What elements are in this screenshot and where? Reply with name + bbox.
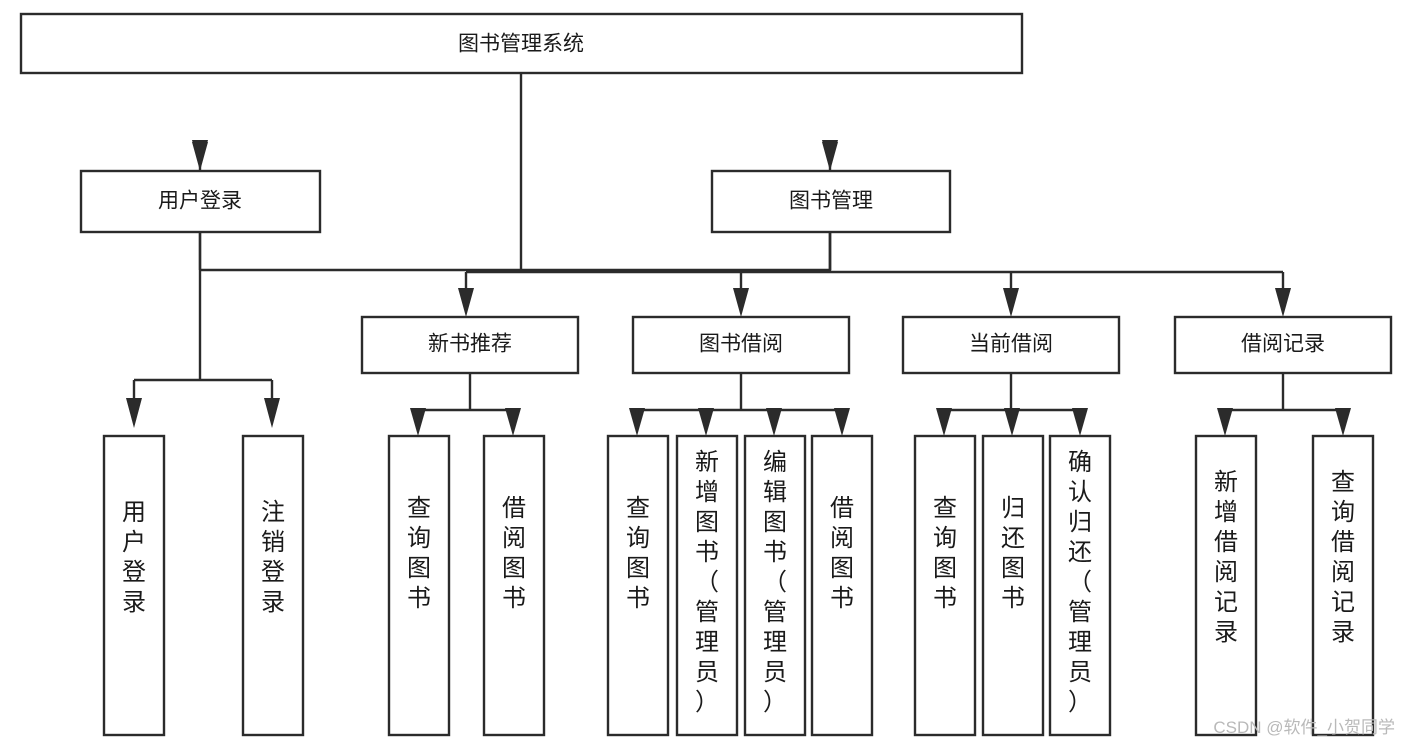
arrow-leaf-borrow-book-2 xyxy=(834,408,850,436)
arrow-leaf-return-book xyxy=(1004,408,1020,436)
arrow-leaf-query-record xyxy=(1335,408,1351,436)
node-leaf-query-book-3-box[interactable] xyxy=(913,434,977,737)
edge-group-level1-arrows xyxy=(192,142,838,171)
node-new-book-rec[interactable]: 新书推荐 xyxy=(360,315,580,375)
node-leaf-add-record-box[interactable] xyxy=(1194,434,1258,737)
arrow-leaf-query-book-3 xyxy=(936,408,952,436)
node-leaf-return-book[interactable]: 归还图书 xyxy=(981,434,1045,737)
arrow-leaf-query-book-1 xyxy=(410,408,426,436)
node-leaf-query-book-2[interactable]: 查询图书 xyxy=(606,434,670,737)
node-user-login-box[interactable] xyxy=(79,169,322,234)
node-leaf-logout-label: 注销登录 xyxy=(261,499,285,616)
arrow-leaf-edit-book xyxy=(766,408,782,436)
node-leaf-query-record[interactable]: 查询借阅记录 xyxy=(1311,434,1375,737)
node-leaf-query-book-1[interactable]: 查询图书 xyxy=(387,434,451,737)
edge-group-user-login-leaves xyxy=(126,232,280,428)
node-leaf-query-book-2-label: 查询图书 xyxy=(626,495,650,612)
node-current-borrow[interactable]: 当前借阅 xyxy=(901,315,1121,375)
node-user-login[interactable]: 用户登录 xyxy=(79,169,322,234)
node-leaf-user-login-label: 用户登录 xyxy=(122,499,146,616)
node-root-label: 图书管理系统 xyxy=(458,33,584,56)
node-leaf-query-book-1-label: 查询图书 xyxy=(407,495,431,612)
node-leaf-borrow-book-2-label: 借阅图书 xyxy=(830,495,854,612)
node-leaf-query-book-3[interactable]: 查询图书 xyxy=(913,434,977,737)
arrow-leaf-query-book-2 xyxy=(629,408,645,436)
node-root-box[interactable] xyxy=(19,12,1024,75)
edge-group-current-borrow-leaves xyxy=(936,373,1088,436)
node-book-manage-label: 图书管理 xyxy=(789,190,873,213)
node-leaf-add-book-box[interactable] xyxy=(675,434,739,737)
node-leaf-add-book-label: 新增图书（管理员） xyxy=(695,449,719,716)
arrow-leaf-user-login xyxy=(126,398,142,428)
node-leaf-edit-book[interactable]: 编辑图书（管理员） xyxy=(743,434,807,737)
node-leaf-confirm-return-box[interactable] xyxy=(1048,434,1112,737)
node-leaf-edit-book-box[interactable] xyxy=(743,434,807,737)
node-new-book-rec-label: 新书推荐 xyxy=(428,333,512,356)
arrow-borrow-record xyxy=(1275,288,1291,317)
csdn-watermark: CSDN @软件_小贺同学 xyxy=(1213,718,1395,737)
node-leaf-borrow-book-1-label: 借阅图书 xyxy=(502,495,526,612)
arrow-new-book-rec xyxy=(458,288,474,317)
node-book-borrow-box[interactable] xyxy=(631,315,851,375)
node-current-borrow-label: 当前借阅 xyxy=(969,333,1053,356)
arrow-current-borrow xyxy=(1003,288,1019,317)
edge-group-borrow-record-leaves xyxy=(1217,373,1351,436)
arrow-leaf-logout xyxy=(264,398,280,428)
node-leaf-user-login[interactable]: 用户登录 xyxy=(102,434,166,737)
node-leaf-user-login-box[interactable] xyxy=(102,434,166,737)
node-root[interactable]: 图书管理系统 xyxy=(19,12,1024,75)
node-leaf-query-record-label: 查询借阅记录 xyxy=(1331,469,1355,646)
arrow-leaf-confirm-return xyxy=(1072,408,1088,436)
node-leaf-confirm-return[interactable]: 确认归还（管理员） xyxy=(1048,434,1112,737)
node-leaf-add-record[interactable]: 新增借阅记录 xyxy=(1194,434,1258,737)
arrow-user-login xyxy=(192,142,208,171)
node-book-manage-box[interactable] xyxy=(710,169,952,234)
node-leaf-edit-book-label: 编辑图书（管理员） xyxy=(763,449,787,716)
node-leaf-add-record-label: 新增借阅记录 xyxy=(1214,469,1238,646)
node-leaf-query-book-1-box[interactable] xyxy=(387,434,451,737)
edge-group-new-book-rec-leaves xyxy=(410,373,521,436)
node-leaf-borrow-book-1-box[interactable] xyxy=(482,434,546,737)
node-leaf-borrow-book-2[interactable]: 借阅图书 xyxy=(810,434,874,737)
node-leaf-logout-box[interactable] xyxy=(241,434,305,737)
node-book-manage[interactable]: 图书管理 xyxy=(710,169,952,234)
node-leaf-query-book-2-box[interactable] xyxy=(606,434,670,737)
edge-group-level2 xyxy=(458,232,1291,317)
node-leaf-add-book[interactable]: 新增图书（管理员） xyxy=(675,434,739,737)
node-borrow-record-label: 借阅记录 xyxy=(1241,333,1325,356)
node-leaf-return-book-box[interactable] xyxy=(981,434,1045,737)
node-new-book-rec-box[interactable] xyxy=(360,315,580,375)
node-leaf-return-book-label: 归还图书 xyxy=(1001,495,1025,612)
node-leaf-query-book-3-label: 查询图书 xyxy=(933,495,957,612)
node-leaf-confirm-return-label: 确认归还（管理员） xyxy=(1068,449,1092,716)
node-leaf-borrow-book-1[interactable]: 借阅图书 xyxy=(482,434,546,737)
node-leaf-query-record-box[interactable] xyxy=(1311,434,1375,737)
node-current-borrow-box[interactable] xyxy=(901,315,1121,375)
arrow-leaf-borrow-book-1 xyxy=(505,408,521,436)
node-leaf-logout[interactable]: 注销登录 xyxy=(241,434,305,737)
node-borrow-record[interactable]: 借阅记录 xyxy=(1173,315,1393,375)
node-book-borrow-label: 图书借阅 xyxy=(699,333,783,356)
node-borrow-record-box[interactable] xyxy=(1173,315,1393,375)
node-leaf-borrow-book-2-box[interactable] xyxy=(810,434,874,737)
node-book-borrow[interactable]: 图书借阅 xyxy=(631,315,851,375)
arrow-book-borrow xyxy=(733,288,749,317)
arrow-leaf-add-book xyxy=(698,408,714,436)
arrow-book-manage xyxy=(822,142,838,171)
arrow-leaf-add-record xyxy=(1217,408,1233,436)
node-user-login-label: 用户登录 xyxy=(158,190,242,213)
edge-group-book-borrow-leaves xyxy=(629,373,850,436)
